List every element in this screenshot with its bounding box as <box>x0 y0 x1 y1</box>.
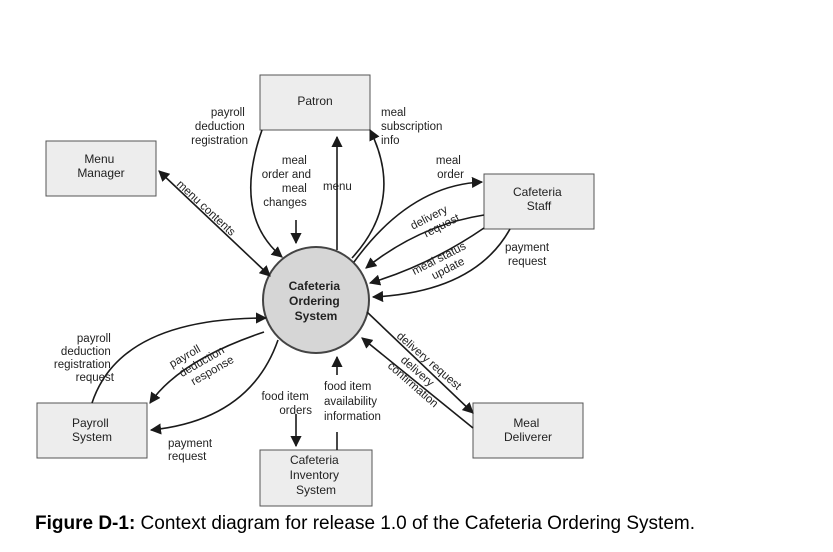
label-payroll-deduction-response: payroll deduction response <box>168 332 237 394</box>
label-menu-contents: menu contents <box>174 178 238 238</box>
entity-patron: Patron <box>259 74 371 131</box>
flow-arrow-delivery-confirmation <box>361 337 474 429</box>
flow-arrow-payment-request-to-payroll <box>149 339 279 435</box>
label-food-item-availability: food item availability information <box>324 381 381 423</box>
entity-menu-manager: Menu Manager <box>45 140 157 197</box>
label-food-item-orders: food item orders <box>261 391 312 417</box>
svg-text:Patron: Patron <box>297 94 332 108</box>
svg-text:Cafeteria Ordering: Cafeteria Ordering System <box>289 279 344 323</box>
label-meal-order: meal order <box>436 155 464 181</box>
flow-arrow-meal-status-update <box>368 227 485 286</box>
flow-arrow-menu-contents <box>158 170 271 277</box>
svg-text:Cafeteria Staff: Cafeteria Staff <box>513 185 565 213</box>
flow-arrow-meal-order-to-staff <box>353 176 484 263</box>
flow-arrow-meal-subscription-info <box>351 128 385 259</box>
flow-arrow-payroll-registration-request <box>91 312 268 404</box>
caption-label: Figure D-1: <box>35 513 136 534</box>
label-payment-request-payroll: payment request <box>168 438 215 463</box>
svg-text:Cafeteria Inventory: Cafeteria Inventory System <box>290 453 343 497</box>
svg-text:Meal Deliverer: Meal Deliverer <box>504 416 552 444</box>
label-payroll-deduction-registration: payroll deduction registration <box>191 107 248 147</box>
flow-arrow-delivery-request-to-deliverer <box>366 311 474 414</box>
figure-caption: Figure D-1: Context diagram for release … <box>35 513 695 535</box>
entity-payroll-system: Payroll System <box>36 402 148 459</box>
flow-arrow-delivery-request-from-staff <box>365 214 485 269</box>
flow-arrow-meal-order-and-changes <box>249 129 283 258</box>
entity-meal-deliverer: Meal Deliverer <box>472 402 584 459</box>
flow-arrow-payment-request-from-staff <box>371 228 511 303</box>
label-payroll-registration-request: payroll deduction registration request <box>54 333 115 384</box>
label-meal-subscription-info: meal subscription info <box>381 107 446 147</box>
label-payment-request-staff: payment request <box>505 242 552 268</box>
label-menu: menu <box>323 181 352 193</box>
entity-cafeteria-inventory-system: Cafeteria Inventory System <box>259 449 373 507</box>
entity-cafeteria-staff: Cafeteria Staff <box>483 173 595 230</box>
svg-text:Payroll System: Payroll System <box>72 416 112 444</box>
label-delivery-request-staff: delivery request <box>409 200 463 244</box>
label-meal-status-update: meal status update <box>410 239 477 289</box>
process-cafeteria-ordering-system: Cafeteria Ordering System <box>262 246 370 354</box>
label-meal-order-and-changes: meal order and meal changes <box>262 155 314 209</box>
svg-text:Menu Manager: Menu Manager <box>77 152 124 180</box>
caption-text: Context diagram for release 1.0 of the C… <box>135 513 695 534</box>
flow-arrow-payroll-deduction-response <box>149 331 265 404</box>
